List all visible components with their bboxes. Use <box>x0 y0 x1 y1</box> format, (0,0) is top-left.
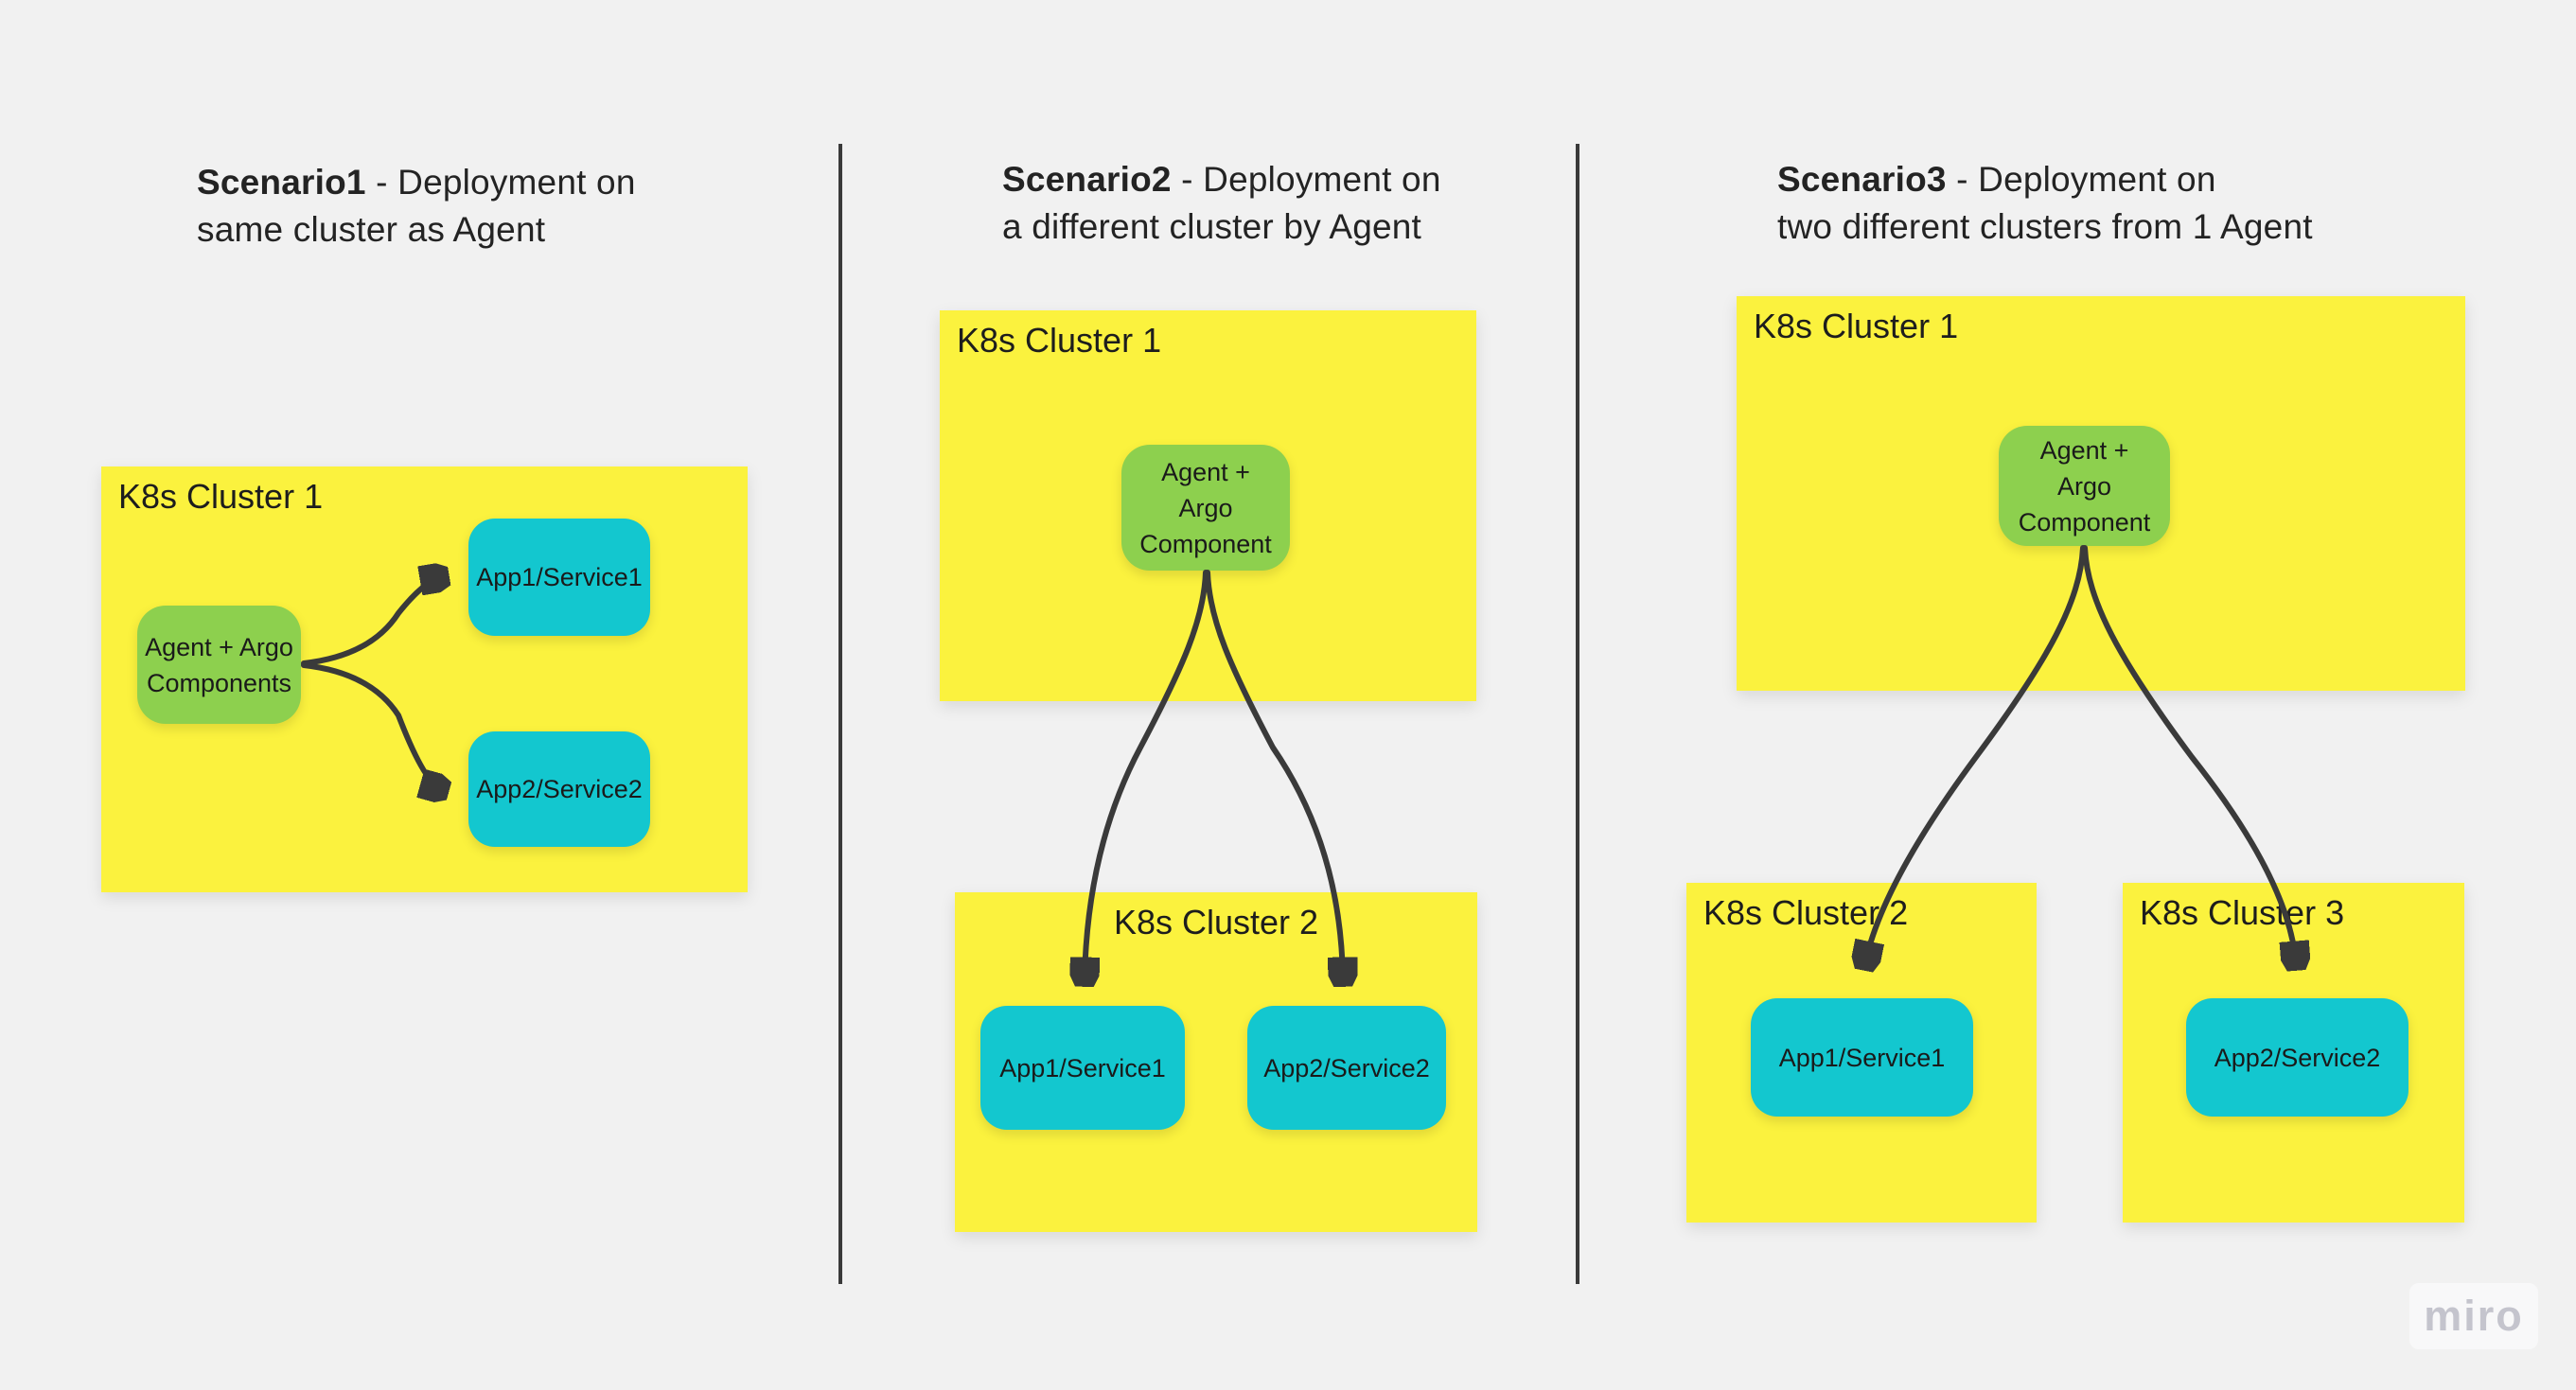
s1-cluster1-label: K8s Cluster 1 <box>118 477 324 516</box>
s1-app2-box: App2/Service2 <box>468 731 650 847</box>
s1-agent-box: Agent + Argo Components <box>137 606 301 724</box>
s2-app1-label: App1/Service1 <box>999 1053 1166 1082</box>
scenario1-title: Scenario1 - Deployment on same cluster a… <box>197 159 689 254</box>
s2-cluster1-label: K8s Cluster 1 <box>957 321 1162 360</box>
scenario1-title-line1: Scenario1 - Deployment on <box>197 159 689 206</box>
s3-app1-box: App1/Service1 <box>1751 998 1973 1117</box>
miro-watermark-label: miro <box>2424 1292 2524 1340</box>
scenario2-title-rest: - Deployment on <box>1171 160 1441 199</box>
s3-cluster3-label: K8s Cluster 3 <box>2140 893 2345 932</box>
s2-agent-box: Agent + Argo Component <box>1121 445 1290 571</box>
scenario2-title-line2: a different cluster by Agent <box>1002 207 1422 246</box>
scenario1-title-rest: - Deployment on <box>365 163 636 202</box>
section-divider-2 <box>1576 144 1579 1284</box>
s3-app2-label: App2/Service2 <box>2214 1043 2381 1072</box>
s1-agent-label: Agent + Argo Components <box>145 632 293 697</box>
s2-app1-box: App1/Service1 <box>980 1006 1185 1130</box>
s2-app2-label: App2/Service2 <box>1263 1053 1430 1082</box>
scenario2-title-bold: Scenario2 <box>1002 160 1172 199</box>
s3-agent-label: Agent + Argo Component <box>2018 435 2151 537</box>
s1-app1-label: App1/Service1 <box>476 563 643 591</box>
s3-cluster2-label: K8s Cluster 2 <box>1703 893 1909 932</box>
s1-app2-label: App2/Service2 <box>476 775 643 803</box>
s2-agent-label: Agent + Argo Component <box>1139 457 1272 558</box>
scenario1-title-line2: same cluster as Agent <box>197 210 546 249</box>
scenario3-title-line2: two different clusters from 1 Agent <box>1777 207 2313 246</box>
s3-agent-box: Agent + Argo Component <box>1999 426 2170 546</box>
s3-cluster1-label: K8s Cluster 1 <box>1754 307 1959 345</box>
s3-app2-box: App2/Service2 <box>2186 998 2408 1117</box>
s1-app1-box: App1/Service1 <box>468 519 650 636</box>
scenario3-title-bold: Scenario3 <box>1777 160 1947 199</box>
miro-watermark[interactable]: miro <box>2409 1283 2538 1349</box>
s3-app1-label: App1/Service1 <box>1778 1043 1946 1072</box>
scenario2-title-line1: Scenario2 - Deployment on <box>1002 156 1513 203</box>
scenario3-title-line1: Scenario3 - Deployment on <box>1777 156 2345 203</box>
scenario3-title-rest: - Deployment on <box>1946 160 2216 199</box>
scenario2-title: Scenario2 - Deployment on a different cl… <box>1002 156 1513 251</box>
scenario1-title-bold: Scenario1 <box>197 163 366 202</box>
scenario3-title: Scenario3 - Deployment on two different … <box>1777 156 2345 251</box>
s2-cluster2-label: K8s Cluster 2 <box>1113 903 1319 941</box>
s2-app2-box: App2/Service2 <box>1247 1006 1446 1130</box>
section-divider-1 <box>838 144 842 1284</box>
